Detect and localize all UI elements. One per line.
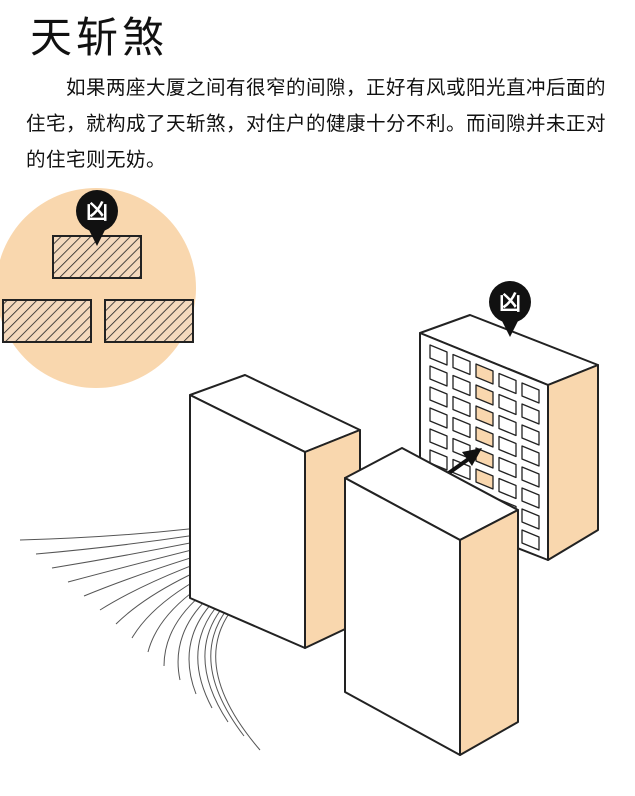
window	[475, 468, 494, 490]
window	[452, 395, 471, 418]
window	[475, 384, 494, 406]
window	[521, 487, 540, 509]
window	[429, 428, 448, 450]
window	[521, 466, 540, 488]
window	[521, 529, 540, 551]
window	[452, 416, 471, 439]
window	[521, 403, 540, 425]
window	[521, 424, 540, 446]
window	[429, 365, 448, 387]
window	[498, 414, 517, 437]
window	[475, 405, 494, 427]
window	[521, 508, 540, 530]
front-tower	[344, 447, 519, 756]
body-paragraph: 如果两座大厦之间有很窄的间隙，正好有风或阳光直冲后面的住宅，就构成了天斩煞，对住…	[26, 76, 607, 171]
plan-view-inset: 凶	[0, 188, 196, 388]
window	[475, 426, 494, 448]
danger-pin-icon: 凶	[76, 190, 118, 246]
page-title: 天斩煞	[30, 13, 169, 62]
pin-label: 凶	[86, 199, 108, 225]
window	[521, 445, 540, 467]
window	[498, 372, 517, 395]
window	[452, 353, 471, 376]
window	[429, 344, 448, 366]
left-tower	[189, 374, 361, 649]
window	[429, 449, 448, 471]
danger-pin-icon: 凶	[489, 281, 531, 337]
window	[498, 435, 517, 458]
window	[429, 386, 448, 408]
window	[521, 382, 540, 404]
window	[429, 407, 448, 429]
window	[452, 374, 471, 397]
window	[475, 363, 494, 385]
window	[498, 456, 517, 479]
window	[498, 477, 517, 500]
window	[498, 393, 517, 416]
pin-label: 凶	[499, 290, 521, 316]
